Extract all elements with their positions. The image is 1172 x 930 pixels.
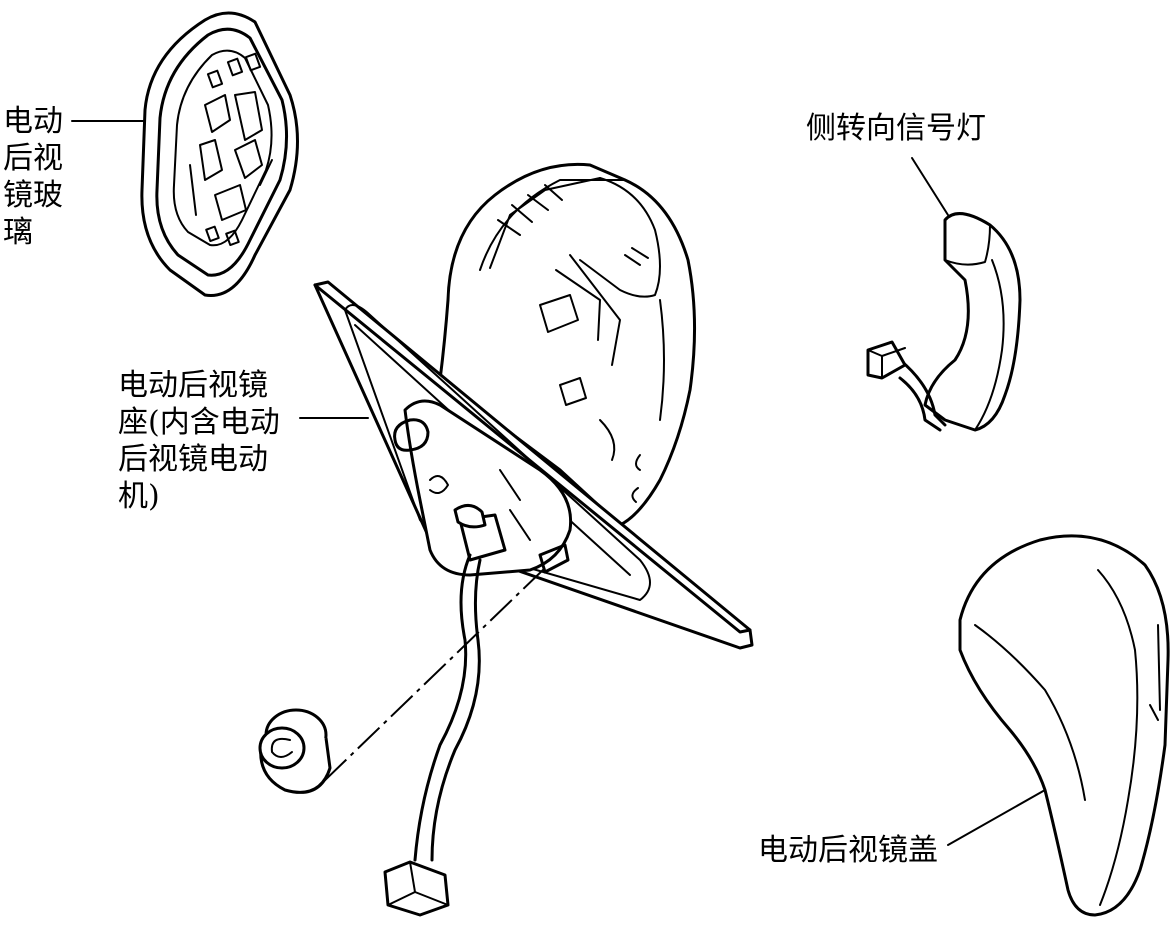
mirror-housing-part <box>438 162 697 527</box>
mirror-cover-part <box>958 534 1170 917</box>
assembly-centerline <box>319 567 546 786</box>
label-mirror-base: 电动后视镜 座(内含电动 后视镜电动 机) <box>118 368 280 514</box>
turn-signal-part <box>866 212 1022 432</box>
mirror-base-part <box>313 280 754 650</box>
mirror-glass-part <box>140 11 299 297</box>
turn-signal-leader <box>911 157 949 216</box>
grommet-part <box>258 708 332 794</box>
label-turn-signal: 侧转向信号灯 <box>806 111 986 146</box>
label-mirror-glass: 电动 后视 镜玻 璃 <box>3 104 63 250</box>
wiring-harness-part <box>383 553 482 917</box>
mirror-cover-leader <box>947 789 1046 846</box>
label-mirror-cover: 电动后视镜盖 <box>758 833 938 868</box>
